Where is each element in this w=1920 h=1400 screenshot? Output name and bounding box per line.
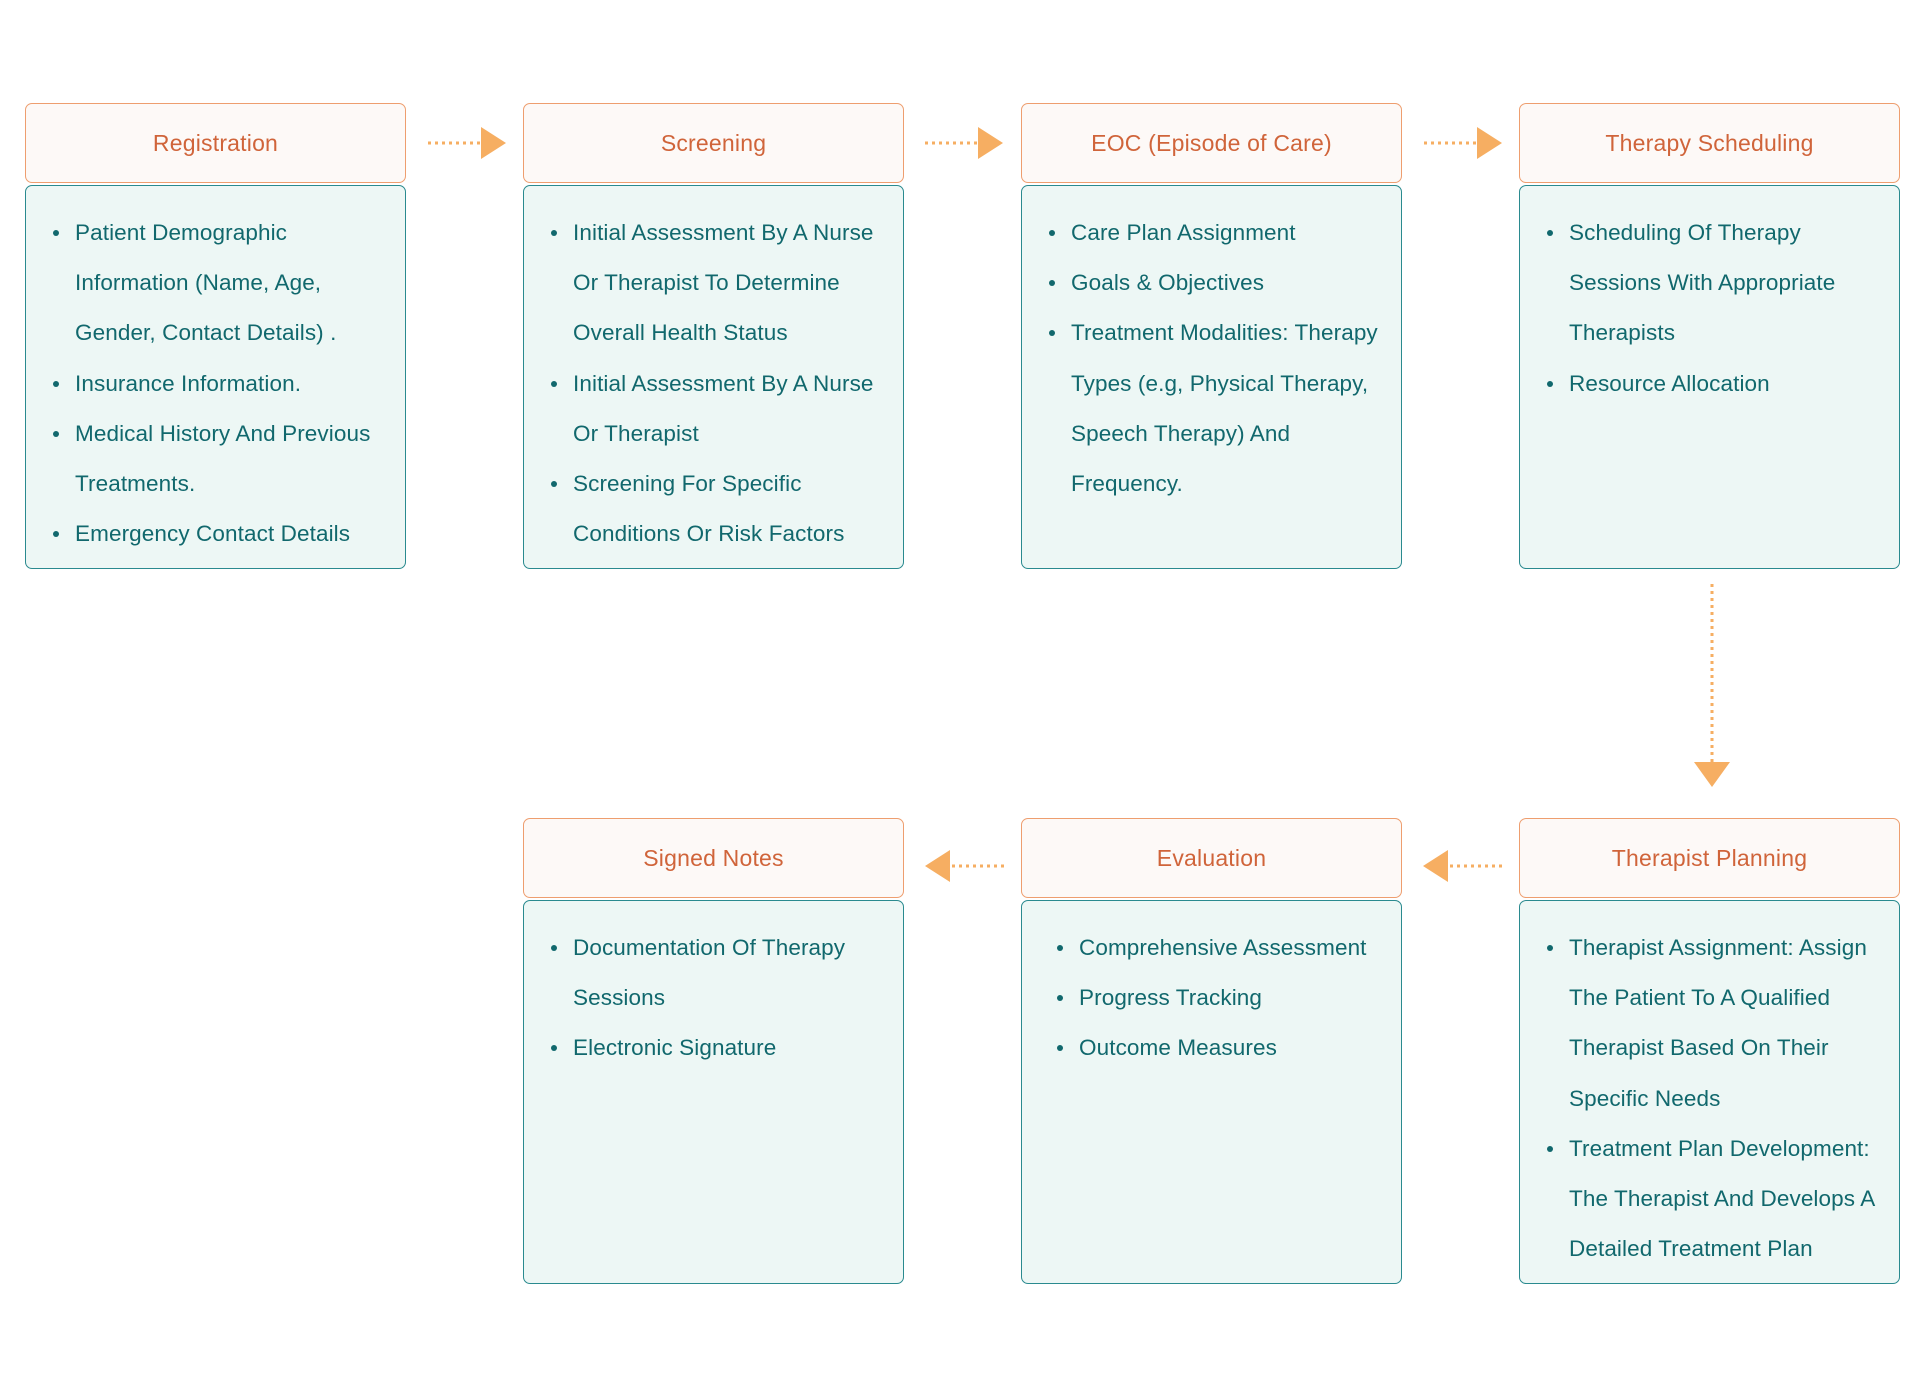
list-item: Progress Tracking [1057,973,1383,1023]
step-title: Registration [25,103,406,183]
list-item: Initial Assessment By A Nurse Or Therapi… [551,208,885,359]
step-registration: Registration Patient Demographic Informa… [25,103,406,569]
step-episode-of-care: EOC (Episode of Care) Care Plan Assignme… [1021,103,1402,569]
step-screening: Screening Initial Assessment By A Nurse … [523,103,904,569]
step-item-list: Patient Demographic Information (Name, A… [26,208,387,559]
step-details: Documentation Of Therapy Sessions Electr… [523,900,904,1284]
list-item: Insurance Information. [53,359,387,409]
list-item: Documentation Of Therapy Sessions [551,923,885,1023]
list-item: Medical History And Previous Treatments. [53,409,387,509]
arrow-therapy-scheduling-to-therapist-planning [1694,584,1730,787]
step-therapist-planning: Therapist Planning Therapist Assignment:… [1519,818,1900,1284]
step-signed-notes: Signed Notes Documentation Of Therapy Se… [523,818,904,1284]
arrow-evaluation-to-signed-notes [925,850,1004,882]
step-title: Screening [523,103,904,183]
list-item: Resource Allocation [1547,359,1881,409]
step-therapy-scheduling: Therapy Scheduling Scheduling Of Therapy… [1519,103,1900,569]
list-item: Screening For Specific Conditions Or Ris… [551,459,885,559]
arrow-registration-to-screening [428,127,506,159]
list-item: Treatment Modalities: Therapy Types (e.g… [1049,308,1383,509]
arrow-eoc-to-therapy-scheduling [1424,127,1502,159]
step-details: Therapist Assignment: Assign The Patient… [1519,900,1900,1284]
step-item-list: Initial Assessment By A Nurse Or Therapi… [524,208,885,559]
step-details: Initial Assessment By A Nurse Or Therapi… [523,185,904,569]
list-item: Therapist Assignment: Assign The Patient… [1547,923,1881,1124]
step-details: Comprehensive Assessment Progress Tracki… [1021,900,1402,1284]
list-item: Outcome Measures [1057,1023,1383,1073]
step-evaluation: Evaluation Comprehensive Assessment Prog… [1021,818,1402,1284]
list-item: Emergency Contact Details [53,509,387,559]
step-title: Signed Notes [523,818,904,898]
step-details: Scheduling Of Therapy Sessions With Appr… [1519,185,1900,569]
step-item-list: Care Plan Assignment Goals & Objectives … [1022,208,1383,509]
step-item-list: Documentation Of Therapy Sessions Electr… [524,923,885,1074]
step-title: Therapy Scheduling [1519,103,1900,183]
step-title: Evaluation [1021,818,1402,898]
list-item: Patient Demographic Information (Name, A… [53,208,387,359]
step-item-list: Therapist Assignment: Assign The Patient… [1520,923,1881,1274]
list-item: Scheduling Of Therapy Sessions With Appr… [1547,208,1881,359]
step-details: Care Plan Assignment Goals & Objectives … [1021,185,1402,569]
step-title: EOC (Episode of Care) [1021,103,1402,183]
step-item-list: Comprehensive Assessment Progress Tracki… [1030,923,1383,1074]
arrow-therapist-planning-to-evaluation [1423,850,1502,882]
arrow-screening-to-eoc [925,127,1003,159]
list-item: Initial Assessment By A Nurse Or Therapi… [551,359,885,459]
step-title: Therapist Planning [1519,818,1900,898]
list-item: Goals & Objectives [1049,258,1383,308]
step-details: Patient Demographic Information (Name, A… [25,185,406,569]
list-item: Care Plan Assignment [1049,208,1383,258]
list-item: Electronic Signature [551,1023,885,1073]
step-item-list: Scheduling Of Therapy Sessions With Appr… [1520,208,1881,409]
list-item: Treatment Plan Development: The Therapis… [1547,1124,1881,1275]
list-item: Comprehensive Assessment [1057,923,1383,973]
